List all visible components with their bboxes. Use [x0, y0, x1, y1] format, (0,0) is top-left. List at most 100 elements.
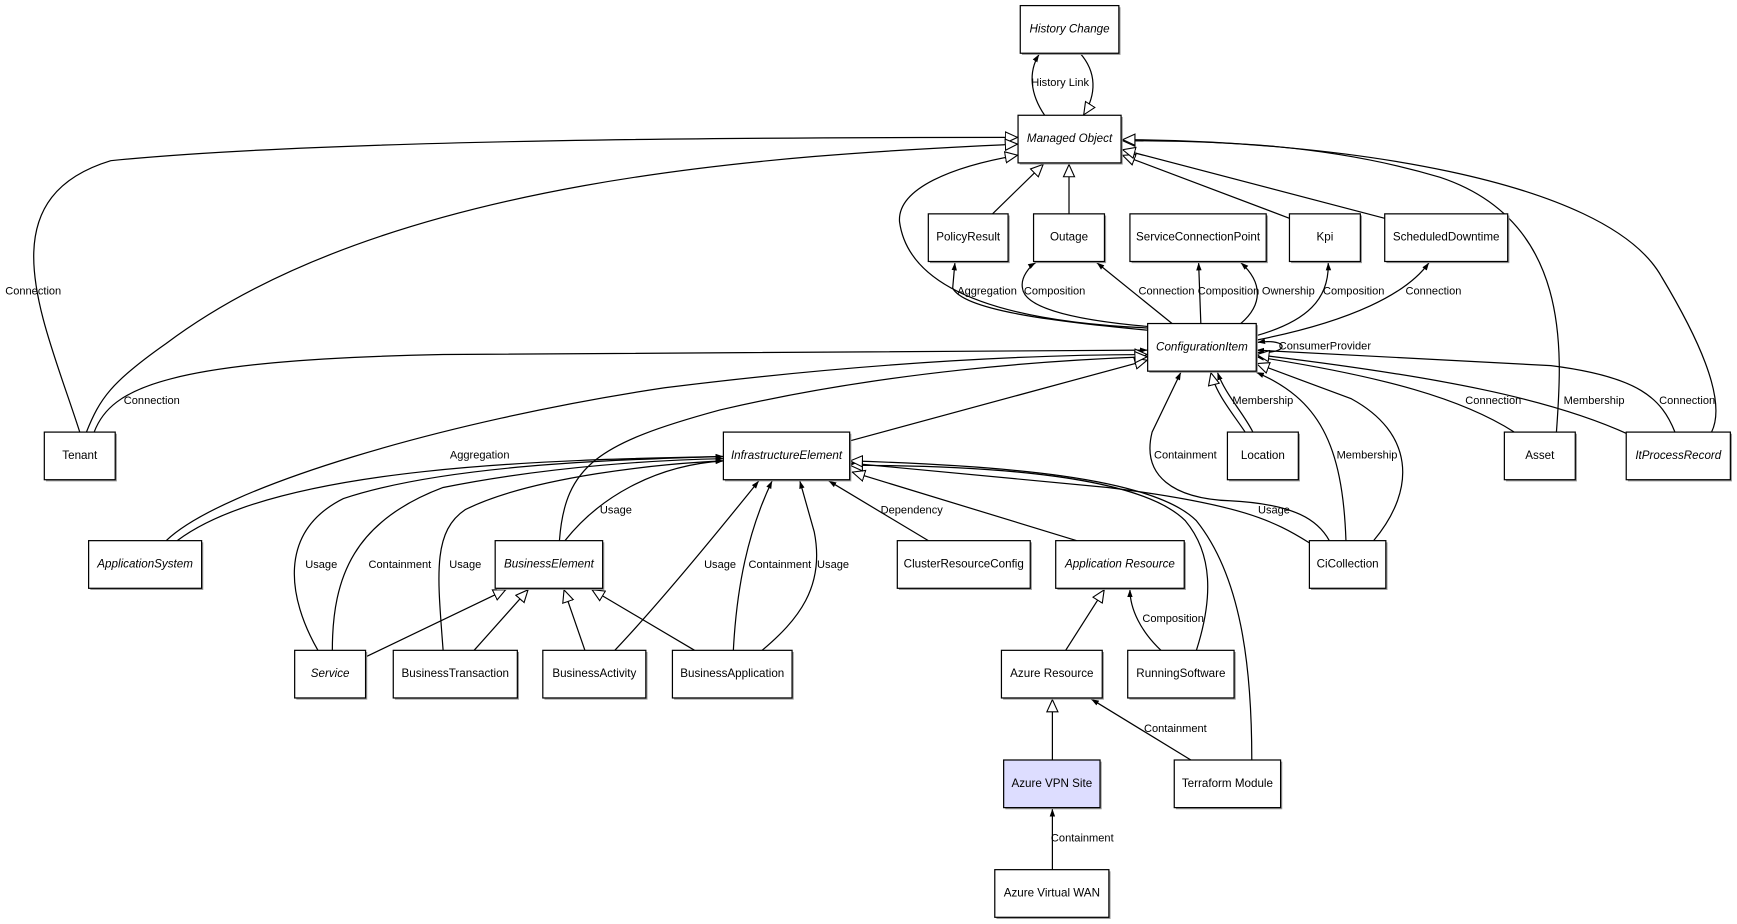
- node-box[interactable]: [1308, 540, 1387, 589]
- node-box[interactable]: [392, 649, 518, 699]
- association-arrow: [1256, 355, 1515, 433]
- node-box[interactable]: [88, 540, 203, 589]
- node-box[interactable]: [927, 213, 1009, 263]
- edge-label: Ownership: [1262, 285, 1315, 297]
- node-label: Asset: [1525, 449, 1555, 462]
- node-box[interactable]: [1503, 431, 1576, 481]
- class-node-azure-virtual-wan[interactable]: Azure Virtual WAN: [994, 869, 1111, 919]
- node-box[interactable]: [294, 649, 367, 699]
- edge-label: Connection: [5, 285, 61, 297]
- node-box[interactable]: [896, 540, 1031, 589]
- association-arrow: [1216, 372, 1254, 433]
- class-node-policy-result[interactable]: PolicyResult: [927, 213, 1010, 264]
- node-box[interactable]: [1003, 759, 1101, 809]
- edge-tenant-to-managed-object: Connection: [5, 137, 1018, 433]
- class-node-service-connection-point[interactable]: ServiceConnectionPoint: [1129, 213, 1268, 264]
- class-node-business-activity[interactable]: BusinessActivity: [542, 649, 648, 700]
- node-label: ConfigurationItem: [1156, 340, 1248, 353]
- edge-label: Membership: [1232, 395, 1293, 407]
- node-label: Azure Resource: [1010, 667, 1093, 680]
- node-box[interactable]: [1127, 649, 1235, 699]
- node-box[interactable]: [1226, 431, 1299, 481]
- node-box[interactable]: [1032, 213, 1106, 263]
- node-label: BusinessActivity: [552, 667, 636, 680]
- edge-label: Aggregation: [957, 285, 1017, 297]
- class-node-business-transaction[interactable]: BusinessTransaction: [392, 649, 519, 700]
- class-node-business-element[interactable]: BusinessElement: [494, 540, 605, 590]
- class-node-service[interactable]: Service: [294, 649, 368, 700]
- association-arrow: [331, 456, 724, 651]
- node-box[interactable]: [1625, 431, 1731, 481]
- association-arrow: [93, 347, 1148, 433]
- association-arrow: [564, 458, 724, 542]
- association-arrow: [1127, 589, 1162, 651]
- class-node-azure-vpn-site[interactable]: Azure VPN Site: [1003, 759, 1102, 810]
- edge-configuration-item-to-service-connection-point: Composition: [1196, 262, 1260, 324]
- class-node-terraform-module[interactable]: Terraform Module: [1173, 759, 1283, 810]
- edge-label: Connection: [1405, 285, 1461, 297]
- node-box[interactable]: [994, 869, 1110, 918]
- node-box[interactable]: [1017, 114, 1122, 164]
- generalization-arrow: [33, 137, 1018, 433]
- edge-business-application-to-infrastructure-element: Containment: [732, 480, 811, 651]
- edge-running-software-to-application-resource: Composition: [1127, 589, 1204, 651]
- node-box[interactable]: [1147, 322, 1257, 372]
- node-box[interactable]: [1384, 213, 1509, 263]
- edge-label: Containment: [1154, 449, 1217, 461]
- edge-business-transaction-to-infrastructure-element: Usage: [438, 458, 724, 651]
- edge-label: Composition: [1198, 285, 1260, 297]
- node-label: Terraform Module: [1182, 777, 1273, 790]
- association-arrow: [849, 461, 1310, 544]
- node-box[interactable]: [1288, 213, 1361, 263]
- edge-application-system-to-infrastructure-element: Aggregation: [176, 449, 724, 542]
- association-arrow: [614, 480, 760, 651]
- node-label: BusinessApplication: [680, 667, 784, 680]
- edge-label: Usage: [449, 559, 481, 571]
- class-node-configuration-item[interactable]: ConfigurationItem: [1147, 322, 1258, 373]
- class-node-running-software[interactable]: RunningSoftware: [1127, 649, 1236, 700]
- generalization-arrow: [85, 144, 1018, 433]
- edge-cluster-resource-config-to-infrastructure-element: Dependency: [828, 480, 943, 542]
- node-box[interactable]: [1000, 649, 1103, 699]
- node-label: Outage: [1050, 231, 1088, 244]
- edge-configuration-item-to-policy-result: Aggregation: [951, 262, 1148, 331]
- class-node-kpi[interactable]: Kpi: [1288, 213, 1363, 264]
- class-node-azure-resource[interactable]: Azure Resource: [1000, 649, 1104, 700]
- generalization-arrow: [473, 589, 528, 651]
- edge-label: Membership: [1564, 395, 1625, 407]
- node-box[interactable]: [494, 540, 604, 589]
- generalization-arrow: [992, 164, 1044, 215]
- edge-azure-virtual-wan-to-azure-vpn-site: Containment: [1049, 808, 1114, 870]
- class-node-infrastructure-element[interactable]: InfrastructureElement: [722, 431, 852, 482]
- node-box[interactable]: [722, 431, 851, 481]
- node-box[interactable]: [542, 649, 647, 699]
- node-box[interactable]: [43, 431, 116, 481]
- class-node-asset[interactable]: Asset: [1503, 431, 1577, 482]
- node-box[interactable]: [1129, 213, 1267, 263]
- class-node-outage[interactable]: Outage: [1032, 213, 1107, 264]
- class-node-managed-object[interactable]: Managed Object: [1017, 114, 1123, 165]
- node-box[interactable]: [1055, 540, 1185, 589]
- class-node-tenant[interactable]: Tenant: [43, 431, 117, 482]
- edge-service-to-infrastructure-element: Containment: [331, 456, 724, 651]
- association-arrow: [293, 453, 724, 651]
- class-node-scheduled-downtime[interactable]: ScheduledDowntime: [1384, 213, 1510, 264]
- node-label: BusinessTransaction: [402, 667, 509, 680]
- node-box[interactable]: [1019, 4, 1120, 54]
- edge-terraform-module-to-infrastructure-element: [850, 461, 1253, 760]
- class-node-ci-collection[interactable]: CiCollection: [1308, 540, 1388, 590]
- class-node-it-process-record[interactable]: ItProcessRecord: [1625, 431, 1733, 482]
- association-arrow: [1256, 347, 1676, 433]
- class-node-business-application[interactable]: BusinessApplication: [671, 649, 794, 700]
- edge-managed-object-to-history-change: History Link: [1031, 54, 1090, 116]
- node-box[interactable]: [1173, 759, 1282, 809]
- node-box[interactable]: [671, 649, 793, 699]
- class-node-cluster-resource-config[interactable]: ClusterResourceConfig: [896, 540, 1032, 590]
- class-node-application-resource[interactable]: Application Resource: [1055, 540, 1186, 590]
- association-arrow: [1256, 262, 1430, 341]
- class-node-history-change[interactable]: History Change: [1019, 4, 1121, 55]
- class-node-application-system[interactable]: ApplicationSystem: [88, 540, 204, 590]
- class-node-location[interactable]: Location: [1226, 431, 1300, 482]
- edge-ci-collection-to-configuration-item: Containment: [1149, 372, 1330, 541]
